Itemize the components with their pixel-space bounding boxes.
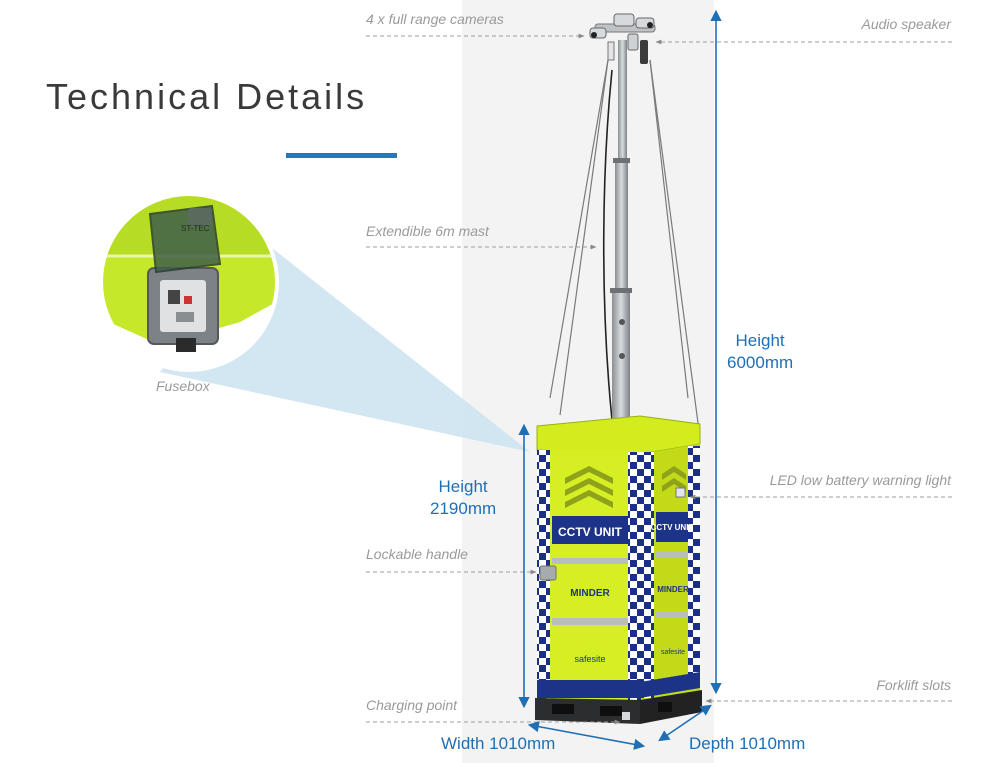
unit-height-label: Height — [438, 477, 488, 496]
extendible-mast — [610, 40, 632, 430]
callout-forklift-slots: Forklift slots — [876, 677, 951, 693]
front-sign-text: CCTV UNIT — [558, 525, 623, 539]
callout-cameras: 4 x full range cameras — [366, 11, 504, 27]
callout-audio-speaker: Audio speaker — [861, 16, 951, 32]
cctv-unit-body — [535, 415, 702, 724]
side-sign-text: CCTV UNIT — [651, 523, 694, 532]
callout-led-warning: LED low battery warning light — [769, 472, 951, 488]
callout-mast: Extendible 6m mast — [366, 223, 489, 239]
depth-dimension: Depth 1010mm — [689, 734, 806, 753]
callout-fusebox: Fusebox — [156, 378, 210, 394]
page-title: Technical Details — [46, 76, 368, 117]
unit-height-value: 2190mm — [430, 499, 497, 518]
total-height-label: Height — [735, 331, 785, 350]
guy-wires — [549, 59, 701, 439]
brand-text: MINDER — [570, 588, 610, 599]
dimension-lines — [518, 9, 722, 750]
fusebox-label: ST-TEC — [181, 224, 210, 233]
brand-side-text: MINDER — [657, 585, 689, 594]
camera-cluster — [589, 13, 656, 64]
total-height-value: 6000mm — [727, 353, 794, 372]
callout-leaders — [366, 33, 952, 725]
callout-charging-point: Charging point — [366, 697, 458, 713]
title-underline — [286, 153, 397, 158]
callout-lockable-handle: Lockable handle — [366, 546, 468, 562]
total-height-dimension: Height 6000mm — [727, 330, 793, 374]
unit-height-dimension: Height 2190mm — [430, 476, 496, 520]
logo-text: safesite — [574, 654, 605, 664]
logo-side-text: safesite — [661, 649, 685, 656]
width-dimension: Width 1010mm — [441, 734, 556, 753]
